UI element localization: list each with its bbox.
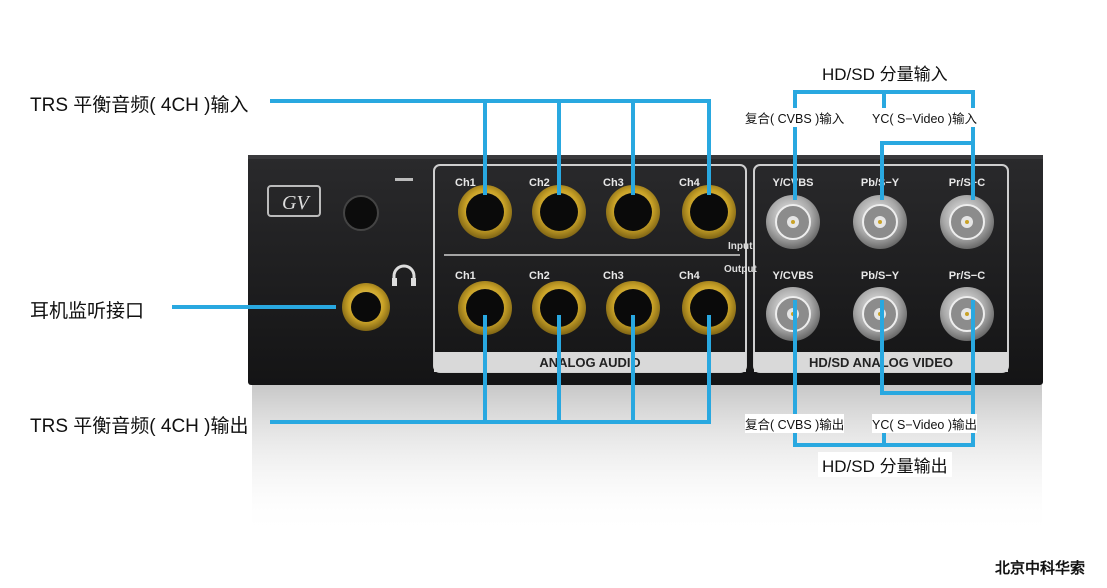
device-panel bbox=[248, 155, 1043, 385]
audio-output-jack-1[interactable] bbox=[458, 281, 512, 335]
hdsd-output-label: HD/SD 分量输出 bbox=[818, 452, 952, 477]
audio-input-label-4: Ch4 bbox=[679, 177, 701, 189]
audio-output-label-4: Ch4 bbox=[679, 270, 701, 282]
audio-output-label-3: Ch3 bbox=[603, 270, 624, 282]
video-input-bnc-2[interactable] bbox=[853, 195, 907, 249]
svg-text:GV: GV bbox=[282, 192, 311, 214]
trs-input-label: TRS 平衡音频( 4CH )输入 bbox=[30, 95, 249, 116]
output-tag: Output bbox=[724, 264, 757, 275]
audio-output-label-2: Ch2 bbox=[529, 270, 550, 282]
video-output-label-3: Pr/S−C bbox=[949, 270, 985, 282]
video-output-label-1: Y/CVBS bbox=[773, 270, 814, 282]
cvbs-input-label: 复合( CVBS )输入 bbox=[745, 108, 845, 127]
audio-output-jack-3[interactable] bbox=[606, 281, 660, 335]
yc-output-label: YC( S−Video )输出 bbox=[872, 414, 978, 433]
audio-output-jack-2[interactable] bbox=[532, 281, 586, 335]
video-input-bnc-3[interactable] bbox=[940, 195, 994, 249]
audio-output-jack-4[interactable] bbox=[682, 281, 736, 335]
audio-output-label-1: Ch1 bbox=[455, 270, 476, 282]
analog-audio-label: ANALOG AUDIO bbox=[539, 355, 640, 370]
audio-input-label-2: Ch2 bbox=[529, 177, 550, 189]
video-input-bnc-1[interactable] bbox=[766, 195, 820, 249]
audio-input-jack-3[interactable] bbox=[606, 185, 660, 239]
volume-knob[interactable] bbox=[343, 195, 379, 231]
audio-input-jack-1[interactable] bbox=[458, 185, 512, 239]
headphone-icon bbox=[392, 264, 416, 286]
headphone-label: 耳机监听接口 bbox=[30, 301, 145, 322]
brand-watermark: 北京中科华索 bbox=[994, 560, 1085, 577]
hdsd-input-label: HD/SD 分量输入 bbox=[818, 60, 952, 85]
input-tag: Input bbox=[728, 241, 753, 252]
audio-input-label-1: Ch1 bbox=[455, 177, 476, 189]
audio-input-jack-2[interactable] bbox=[532, 185, 586, 239]
audio-input-jack-4[interactable] bbox=[682, 185, 736, 239]
cvbs-output-label: 复合( CVBS )输出 bbox=[745, 414, 845, 433]
audio-input-label-3: Ch3 bbox=[603, 177, 624, 189]
video-output-label-2: Pb/S−Y bbox=[861, 270, 900, 282]
gv-logo: GV bbox=[267, 185, 321, 217]
headphone-jack[interactable] bbox=[342, 283, 390, 331]
video-input-label-3: Pr/S−C bbox=[949, 177, 985, 189]
callout-lines bbox=[172, 90, 975, 447]
trs-output-label: TRS 平衡音频( 4CH )输出 bbox=[30, 416, 249, 437]
video-output-bnc-3[interactable] bbox=[940, 287, 994, 341]
yc-input-label: YC( S−Video )输入 bbox=[872, 108, 978, 127]
